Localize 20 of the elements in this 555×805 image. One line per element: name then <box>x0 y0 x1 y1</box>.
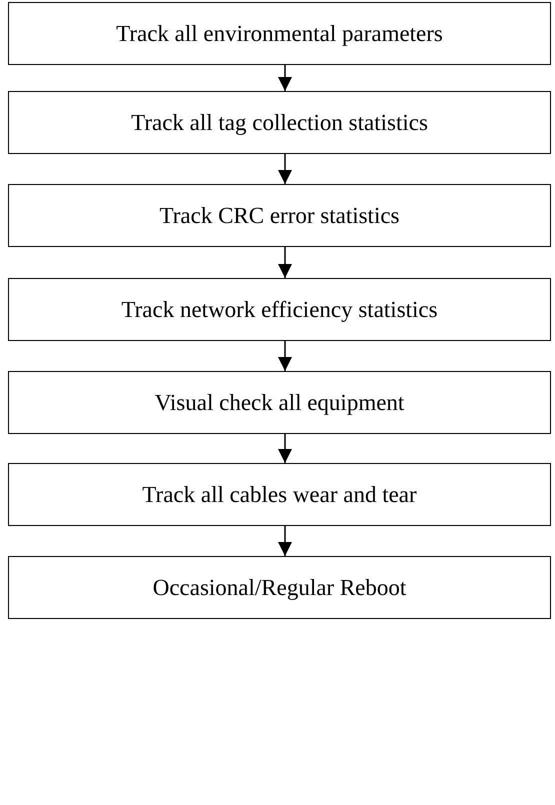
step-text: Track all environmental parameters <box>116 20 443 46</box>
step-text: Track CRC error statistics <box>160 202 400 228</box>
process-box <box>8 371 551 434</box>
arrow <box>278 434 292 463</box>
process-box <box>8 556 551 619</box>
process-box <box>8 463 551 526</box>
step-text: Track all tag collection statistics <box>131 110 428 136</box>
arrow <box>278 247 292 278</box>
arrow <box>278 154 292 184</box>
step-text: Track all cables wear and tear <box>142 482 417 508</box>
arrow <box>278 65 292 91</box>
step-text: Visual check all equipment <box>154 390 404 416</box>
step-text: Track network efficiency statistics <box>121 296 438 322</box>
process-box <box>8 91 551 154</box>
process-box <box>8 278 551 341</box>
arrow <box>278 526 292 556</box>
arrow <box>278 341 292 371</box>
step-text: Occasional/Regular Reboot <box>152 574 406 600</box>
process-box <box>8 184 551 247</box>
process-box <box>8 2 551 65</box>
